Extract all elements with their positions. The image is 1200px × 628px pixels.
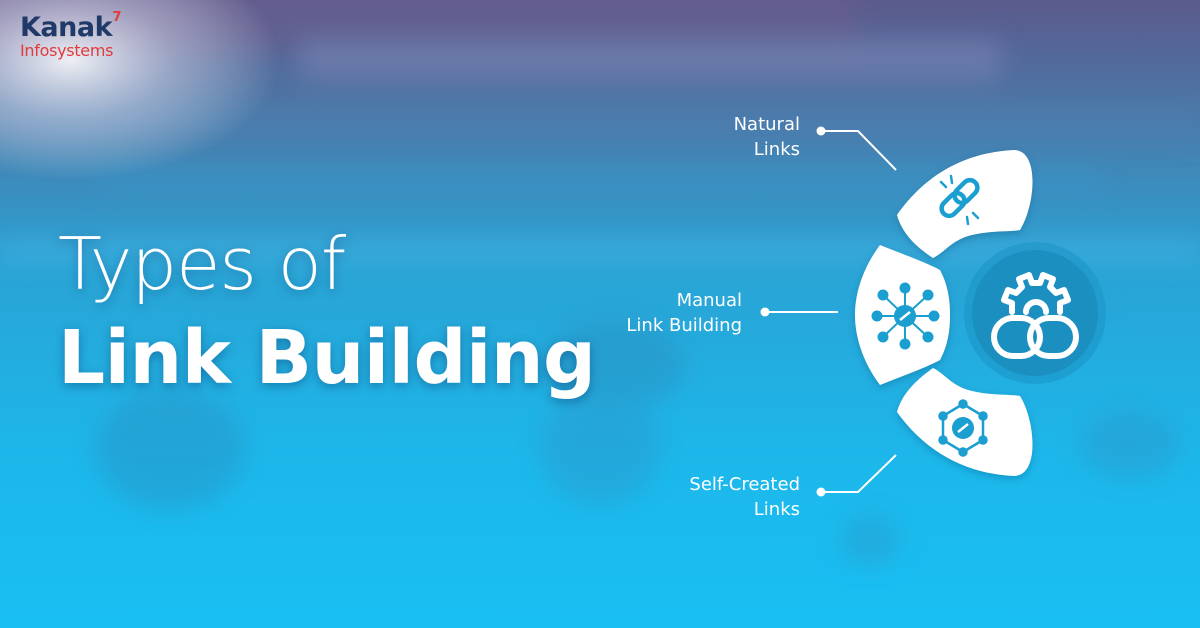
title-line-1: Types of	[58, 222, 346, 306]
self-connector-line	[821, 454, 897, 493]
logo-mark: 7	[112, 10, 122, 25]
broken-chain-icon	[939, 174, 980, 226]
hexagon-link-icon	[938, 399, 988, 457]
title-line-2: Link Building	[58, 315, 596, 401]
natural-links-label: Natural Links	[733, 114, 800, 160]
network-link-icon	[871, 282, 940, 350]
logo-subtitle: Infosystems	[20, 41, 114, 60]
center-hub	[964, 242, 1106, 384]
manual-link-building-label: Manual Link Building	[626, 290, 742, 336]
connector-lines	[760, 126, 897, 497]
gear-chain-icon	[991, 272, 1079, 359]
natural-connector-line	[821, 130, 897, 171]
self-created-links-label: Self-Created Links	[689, 474, 800, 520]
